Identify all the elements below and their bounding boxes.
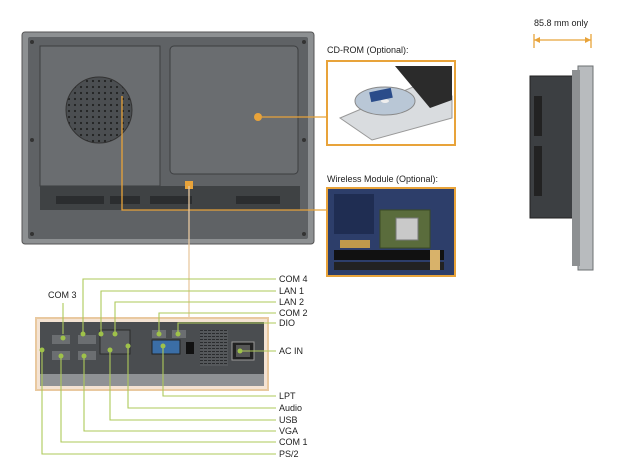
port-label-audio: Audio [279, 403, 303, 413]
port-label-lan1: LAN 1 [279, 286, 305, 296]
port-label-dio: DIO [279, 318, 296, 328]
green-port-dot [98, 331, 104, 337]
green-port-dot [58, 353, 64, 359]
cdrom-caption: CD-ROM (Optional): [327, 45, 409, 55]
depth-caption: 85.8 mm only [534, 18, 589, 28]
green-port-dot [81, 353, 87, 359]
port-label-lan2: LAN 2 [279, 297, 305, 307]
port-label-acin: AC IN [279, 346, 304, 356]
rear-chassis [21, 31, 315, 245]
wireless-photo [326, 187, 456, 277]
green-port-dot [156, 331, 162, 337]
green-port-dot [107, 347, 113, 353]
wireless-caption: Wireless Module (Optional): [327, 174, 439, 184]
green-port-dot-group [39, 331, 243, 359]
io-panel-photo [35, 317, 269, 391]
green-port-dot [60, 335, 66, 341]
port-label-com2: COM 2 [279, 308, 308, 318]
port-label-ps2: PS/2 [279, 449, 299, 459]
port-label-lpt: LPT [279, 391, 296, 401]
port-label-usb: USB [279, 415, 298, 425]
green-port-dot [175, 331, 181, 337]
port-label-com1: COM 1 [279, 437, 308, 447]
port-label-com3: COM 3 [48, 290, 77, 300]
right-panel [169, 45, 299, 175]
callout-lines [121, 96, 327, 318]
green-port-dot [125, 343, 131, 349]
fan-grille [65, 76, 133, 144]
cdrom-photo [326, 60, 456, 146]
green-port-dot [160, 343, 166, 349]
green-port-dot [112, 331, 118, 337]
port-label-vga: VGA [279, 426, 299, 436]
green-port-dot [80, 331, 86, 337]
port-lines [41, 278, 276, 455]
port-label-com4: COM 4 [279, 274, 308, 284]
green-port-dot [39, 347, 45, 353]
green-port-dot [237, 348, 243, 354]
side-view [529, 34, 594, 271]
